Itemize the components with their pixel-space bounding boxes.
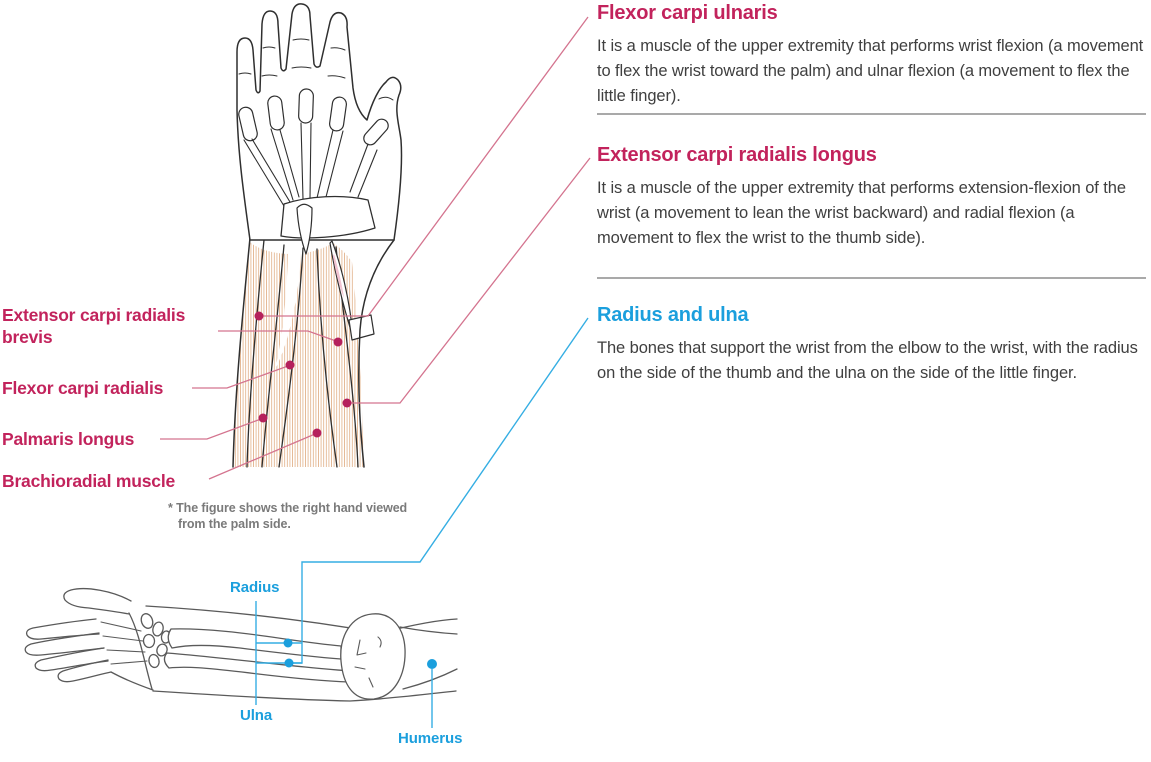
finger-4: [57, 659, 112, 683]
palm-tendons: [243, 122, 378, 207]
skin-contour-top: [145, 605, 458, 634]
palm-bottom-edge: [110, 671, 154, 691]
humerus-shaft-top: [399, 626, 458, 635]
lower-arm-figure: [24, 587, 458, 702]
section-radius-and-ulna: Radius and ulna The bones that support t…: [597, 302, 1146, 386]
section-divider: [597, 277, 1146, 279]
skin-contour-bottom: [152, 690, 457, 702]
palm-lines: [100, 621, 148, 665]
bone-label-humerus: Humerus: [398, 730, 463, 747]
leader-line-flexor-carpi-ulnaris: [262, 16, 589, 317]
finger-3: [34, 647, 109, 672]
marker-dot-radius: [283, 638, 293, 648]
palm-crease: [128, 612, 153, 690]
figure-note: * The figure shows the right hand viewed…: [168, 500, 453, 532]
leader-line-brachioradial-muscle: [208, 433, 316, 480]
marker-dot-extensor-carpi-radialis-brevis: [333, 337, 343, 347]
palmaris-tendon-tip: [296, 203, 313, 255]
humerus-head-marks: [354, 636, 382, 688]
section-divider: [597, 113, 1146, 115]
humerus-head: [340, 613, 406, 700]
red-marker-dots: [254, 311, 352, 438]
finger-creases: [238, 38, 394, 101]
leader-line-flexor-carpi-radialis: [192, 365, 289, 389]
carpal-band: [280, 195, 376, 239]
hand-outline: [236, 3, 403, 241]
leader-line-extensor-carpi-radialis-longus: [350, 157, 591, 404]
section-body: It is a muscle of the upper extremity th…: [597, 179, 1126, 247]
humerus-shaft-bottom: [402, 668, 458, 690]
leader-line-palmaris-longus: [160, 418, 262, 440]
section-title: Radius and ulna: [597, 304, 749, 326]
section-flexor-carpi-ulnaris: Flexor carpi ulnaris It is a muscle of t…: [597, 0, 1146, 109]
marker-dot-brachioradial-muscle: [312, 428, 322, 438]
forearm-muscle-hatch: [233, 242, 364, 467]
muscle-label-extensor-carpi-radialis-brevis: Extensor carpi radialis brevis: [2, 305, 186, 347]
muscle-label-brachioradial-muscle: Brachioradial muscle: [2, 471, 176, 491]
section-body: The bones that support the wrist from th…: [597, 339, 1138, 382]
marker-dot-palmaris-longus: [258, 413, 268, 423]
section-extensor-carpi-radialis-longus: Extensor carpi radialis longus It is a m…: [597, 142, 1146, 251]
figure-note-line1: * The figure shows the right hand viewed: [168, 501, 408, 515]
finger-1: [25, 618, 100, 640]
bone-label-radius: Radius: [230, 579, 280, 596]
marker-dot-extensor-carpi-radialis-longus: [342, 398, 352, 408]
retinaculum-band: [348, 314, 375, 341]
forearm-contour: [232, 237, 395, 468]
finger-2: [24, 632, 105, 656]
marker-dot-humerus: [427, 659, 437, 669]
leader-line-extensor-carpi-radialis-brevis: [218, 330, 337, 342]
muscle-gap-highlight: [275, 250, 301, 370]
pink-muscle-sliver: [333, 254, 344, 298]
blue-leader-lines: [255, 317, 589, 728]
radius-bone: [167, 628, 342, 660]
section-body: It is a muscle of the upper extremity th…: [597, 37, 1144, 105]
marker-dot-ulna: [284, 658, 294, 668]
marker-dot-flexor-carpi-ulnaris: [254, 311, 264, 321]
muscle-label-palmaris-longus: Palmaris longus: [2, 429, 135, 449]
metacarpal-bones: [238, 88, 389, 146]
bone-label-ulna: Ulna: [240, 707, 273, 724]
figure-note-line2: from the palm side.: [178, 517, 291, 531]
section-title: Flexor carpi ulnaris: [597, 2, 778, 24]
marker-dot-flexor-carpi-radialis: [285, 360, 295, 370]
upper-arm-figure: [232, 3, 403, 468]
carpal-bones: [140, 613, 172, 669]
section-title: Extensor carpi radialis longus: [597, 144, 877, 166]
red-leader-lines: [160, 16, 591, 480]
muscle-label-flexor-carpi-radialis: Flexor carpi radialis: [2, 378, 164, 398]
blue-marker-dots: [283, 638, 437, 669]
thumb-outline: [63, 587, 132, 615]
